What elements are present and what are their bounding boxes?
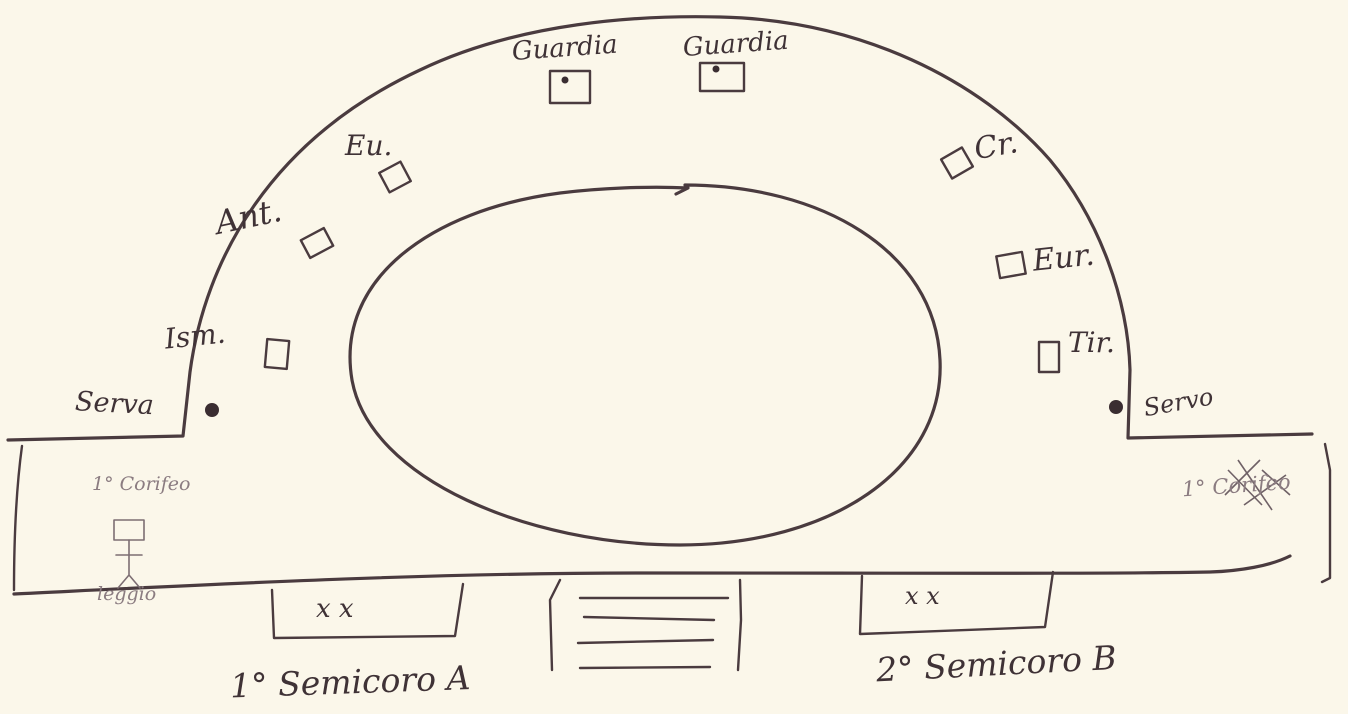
- servo-dot: [1109, 400, 1123, 414]
- leggio-label: leggio: [97, 583, 156, 605]
- semicoro-b-box: [860, 572, 1053, 634]
- guardia-right-label: Guardia: [682, 26, 790, 63]
- stage-front-edge: [14, 556, 1290, 594]
- semicoro-b-x-marks: x x: [905, 582, 940, 610]
- ant-marker: [301, 228, 333, 258]
- tir-label: Tir.: [1068, 326, 1115, 359]
- corifeo-right-label: 1° Corifeo: [1181, 470, 1291, 502]
- semicoro-b-label: 2° Semicoro B: [874, 638, 1117, 690]
- eur-marker: [996, 252, 1025, 278]
- orchestra-ellipse: [350, 185, 940, 545]
- eu-marker: [379, 162, 411, 193]
- eu-label: Eu.: [344, 129, 392, 162]
- leggio-symbol: [114, 520, 144, 588]
- ism-marker: [265, 339, 289, 369]
- stage-right-bracket: [1322, 444, 1330, 582]
- eur-label: Eur.: [1030, 237, 1096, 278]
- stage-outline: [8, 17, 1312, 440]
- guardia-left-marker: [550, 71, 590, 103]
- serva-label: Serva: [74, 386, 154, 421]
- tir-marker: [1039, 342, 1059, 372]
- semicoro-a-label: 1° Semicoro A: [229, 658, 470, 705]
- ant-label: Ant.: [209, 191, 285, 243]
- semicoro-a-x-marks: x x: [316, 594, 354, 624]
- guardia-left-label: Guardia: [511, 30, 619, 67]
- cr-label: Cr.: [972, 125, 1021, 167]
- stage-left-edge: [14, 446, 22, 590]
- cr-marker: [941, 147, 973, 178]
- center-steps: [550, 580, 741, 670]
- corifeo-left-label: 1° Corifeo: [92, 473, 190, 495]
- servo-label: Servo: [1141, 382, 1215, 422]
- ism-label: Ism.: [162, 316, 227, 355]
- guardia-right-marker: [700, 63, 744, 91]
- serva-dot: [205, 403, 219, 417]
- semicoro-a-box: [272, 584, 463, 638]
